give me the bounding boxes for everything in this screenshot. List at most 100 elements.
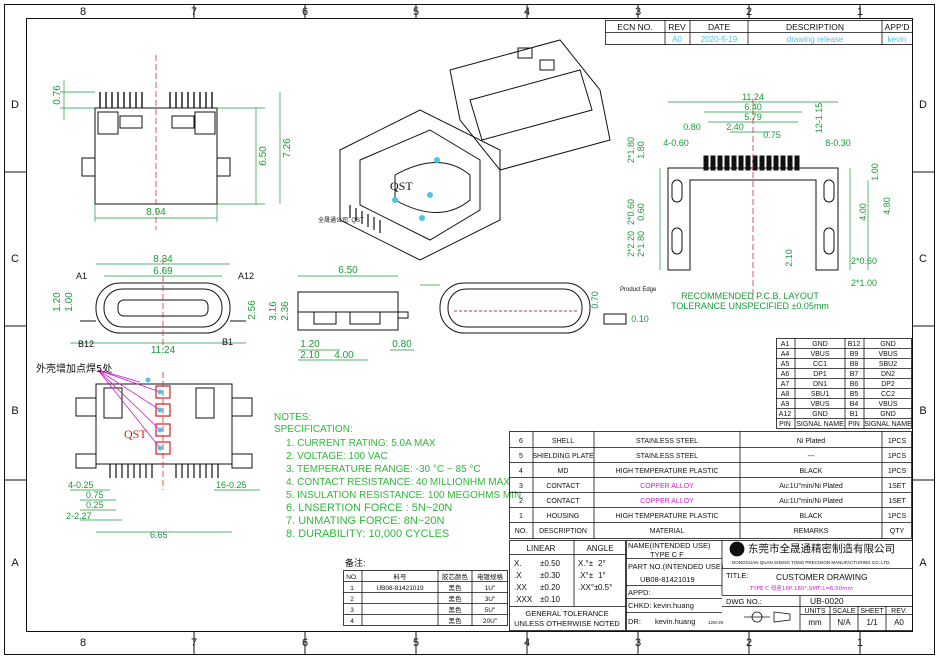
tb-company-en: DONGGUAN QUAN SHENG TONG PRECISION MANUF…	[732, 560, 891, 565]
remarks-table-cell: 2	[350, 596, 354, 603]
tol-cell: .X	[514, 571, 522, 580]
top-view-drawing	[60, 55, 281, 230]
dim-label: 0.76	[52, 85, 63, 105]
zone-col-label: 3	[635, 6, 641, 18]
notes-block: NOTES: SPECIFICATION: 1. CURRENT RATING:…	[274, 412, 524, 540]
pin-table-cell: A12	[779, 411, 792, 418]
tb-rev-h: REV.	[891, 608, 907, 615]
tb-scale: N/A	[837, 618, 851, 627]
dim-label: 4-0.60	[663, 138, 689, 148]
bom-table-cell: COPPER ALLOY	[640, 483, 694, 490]
remarks-table-header: 电镀规格	[477, 572, 504, 581]
zone-row-label: A	[11, 557, 19, 569]
bom-table-cell: Au:1U"min/Ni Plated	[779, 483, 843, 490]
bom-table-header: REMARKS	[794, 528, 829, 535]
bom-table-cell: 3	[519, 483, 523, 490]
bom-table-cell: SHIELDING PLATE	[532, 453, 594, 460]
notes-subtitle: SPECIFICATION:	[274, 424, 353, 435]
dim-label: 4.00	[858, 203, 868, 221]
tol-cell: 2°	[598, 559, 606, 568]
pcb-title: RECOMMENDED P.C.B. LAYOUT	[681, 291, 819, 301]
pin-table-cell: SBU1	[811, 391, 829, 398]
pcb-tolerance: TOLERANCE UNSPECIFIED ±0.05mm	[671, 301, 829, 311]
pin-table-cell: A1	[781, 341, 790, 348]
notes-item: 3. TEMPERATURE RANGE: -30 °C ~ 85 °C	[286, 464, 481, 475]
tol-cell: ±0.30	[540, 571, 561, 580]
pin-table-cell: B4	[850, 401, 859, 408]
tol-cell: ±0.10	[540, 595, 561, 604]
dim-label: 2.10	[300, 350, 320, 361]
bottom-mark: QST	[124, 427, 147, 441]
tb-dwg-label: DWG NO.:	[726, 597, 762, 606]
bom-table-cell: Ni Plated	[797, 438, 826, 445]
dim-label: 2*0.60	[851, 256, 877, 266]
tb-name-value: TYPE C F	[650, 550, 684, 559]
product-edge-view-drawing	[420, 282, 627, 334]
pin-table-header: PIN	[779, 421, 791, 428]
dim-label: 2*0.60	[626, 199, 636, 225]
pin-table-cell: A5	[781, 361, 790, 368]
remarks-table-cell: 3	[350, 607, 354, 614]
dim-label: 6.50	[338, 265, 358, 276]
remarks-table-cell: 5U"	[485, 607, 496, 614]
dim-label: 2*1.00	[851, 278, 877, 288]
dim-label: 2.40	[726, 122, 744, 132]
dim-label: 8-0.30	[825, 138, 851, 148]
pin-table-cell: B5	[850, 391, 859, 398]
tol-cell: .X°±	[578, 571, 594, 580]
dim-label: 1.20	[300, 339, 320, 350]
pin-callout: B1	[222, 337, 233, 347]
tb-partno-label: PART NO.(INTENDED USE)	[628, 562, 724, 571]
dim-label: 0.80	[392, 339, 412, 350]
bom-table-header: NO.	[515, 528, 528, 535]
zone-col-label: 7	[191, 6, 197, 18]
tb-partno-value: UB08-81421019	[640, 575, 695, 584]
dim-label: 2.56	[247, 300, 258, 320]
dim-label: 6.65	[150, 530, 168, 540]
bom-table-cell: Au:1U"min/Ni Plated	[779, 498, 843, 505]
notes-item: 7. UNMATING FORCE: 8N~20N	[286, 515, 444, 527]
pin-table-cell: GND	[880, 341, 896, 348]
front-view-drawing	[70, 258, 246, 350]
pin-callout: B12	[78, 339, 94, 349]
bottom-view-drawing	[70, 369, 260, 533]
remarks-table-cell: 1	[350, 585, 354, 592]
dim-label: 2*1.80	[626, 137, 636, 163]
dim-label: 4.00	[334, 350, 354, 361]
zone-row-label: A	[919, 557, 927, 569]
rev-header: ECN NO.	[617, 22, 652, 32]
pin-table-cell: B6	[850, 381, 859, 388]
bom-table-cell: MD	[558, 468, 569, 475]
pin-table-cell: SBU2	[879, 361, 897, 368]
product-edge-label: Product Edge	[620, 287, 657, 293]
zone-col-label: 4	[524, 6, 530, 18]
tb-dr: DR:	[628, 617, 641, 626]
pin-table-cell: VBUS	[810, 351, 829, 358]
zone-col-label: 5	[413, 6, 419, 18]
tb-name-label: NAME(INTENDED USE)	[628, 541, 711, 550]
pin-table-cell: DP1	[813, 371, 827, 378]
dim-label: 7.26	[282, 138, 293, 158]
bom-table-cell: HIGH TEMPERATURE PLASTIC	[616, 468, 719, 475]
pin-table-header: PIN	[848, 421, 860, 428]
dim-label: 0.70	[590, 291, 600, 309]
tb-sheet-h: SHEET	[860, 608, 884, 615]
tb-company-cn: 东莞市全晟通精密制造有限公司	[748, 542, 895, 555]
notes-item: 4. CONTACT RESISTANCE: 40 MILLIONHM MAX	[286, 477, 510, 488]
bom-table-cell: 1PCS	[888, 468, 907, 475]
dim-label: 1.00	[870, 163, 880, 181]
remarks-table-header: NO.	[346, 574, 358, 581]
tol-cell: ±0.50	[540, 559, 561, 568]
pin-callout: A12	[238, 271, 254, 281]
dim-label: 0.75	[763, 130, 781, 140]
bom-table-header: QTY	[890, 528, 905, 535]
dim-label: 11.24	[151, 345, 176, 356]
zone-row-label: C	[11, 253, 19, 265]
bom-table-cell: 1SET	[888, 483, 906, 490]
pin-table-cell: GND	[812, 341, 828, 348]
bom-table-cell: 1SET	[888, 498, 906, 505]
tol-cell: ±0.20	[540, 583, 561, 592]
dim-label: 11.24	[742, 92, 764, 102]
